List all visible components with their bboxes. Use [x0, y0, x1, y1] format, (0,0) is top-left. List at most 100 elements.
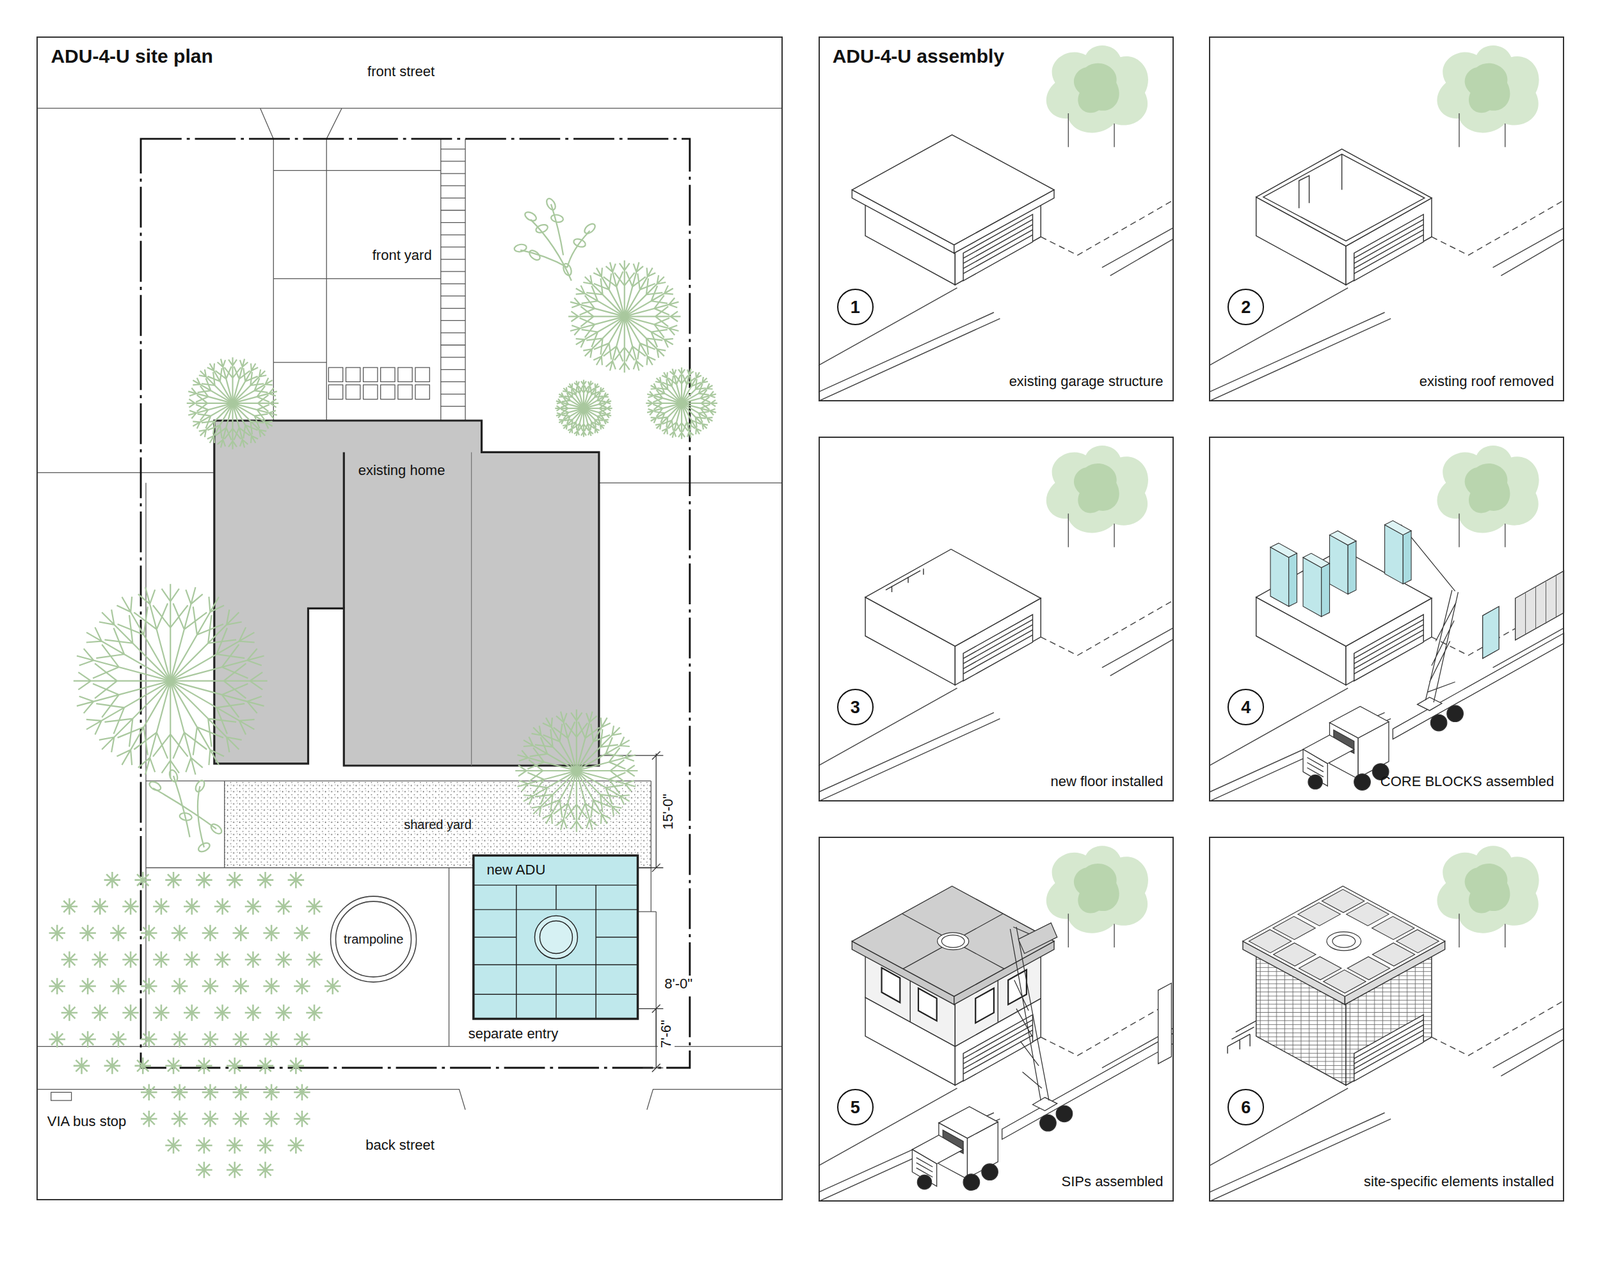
adu-outline: [473, 855, 639, 1019]
shrub: [61, 1004, 79, 1021]
area-label: existing home: [358, 462, 446, 479]
dimension-line: [599, 751, 664, 872]
pavers: [328, 367, 430, 399]
trampoline-circle: trampoline: [330, 896, 417, 982]
panel-heading: ADU-4-U assembly: [832, 44, 1005, 68]
shrub: [140, 977, 158, 995]
assembly-step: 3new floor installed: [818, 436, 1174, 801]
shrub: [61, 951, 79, 968]
skylight: [539, 920, 573, 953]
leaf: [544, 197, 557, 212]
step-illustration: [818, 45, 1174, 402]
street-label: front street: [365, 63, 437, 80]
leaf: [523, 209, 538, 223]
roof-edge: [851, 190, 954, 254]
roof: [1242, 885, 1446, 1005]
shrub: [171, 977, 189, 995]
shrub: [61, 897, 79, 915]
shrub: [122, 897, 139, 915]
shrub: [263, 977, 280, 995]
shrub: [183, 951, 201, 968]
shrub: [165, 1136, 182, 1154]
crane-boom: [1425, 590, 1458, 703]
shrub: [183, 1004, 201, 1021]
tree: [567, 259, 682, 374]
shrub: [257, 871, 274, 889]
shrub: [152, 951, 170, 968]
yard-area: shared yard: [224, 780, 651, 868]
solar-panel: [1396, 929, 1439, 953]
step-caption: existing roof removed: [1419, 373, 1554, 390]
shrub: [305, 897, 323, 915]
shrub: [91, 951, 109, 968]
home-edge: [343, 451, 345, 608]
shrub: [263, 1084, 280, 1101]
new-floor: [865, 549, 1041, 646]
shrub: [171, 1110, 189, 1128]
garage-door: [1354, 1014, 1424, 1081]
step-illustration: [818, 845, 1174, 1202]
dimension: 7'-6": [657, 1017, 675, 1050]
bus-stop-sign: [51, 1091, 72, 1101]
wall-rim: [1256, 149, 1432, 246]
step-number: 1: [837, 288, 874, 326]
core-block: [1482, 606, 1500, 658]
area-label: trampoline: [330, 930, 417, 948]
leaf: [168, 768, 180, 783]
step-number: 5: [837, 1088, 874, 1126]
shrub: [122, 1004, 139, 1021]
leaf: [209, 821, 224, 836]
adu-plan: [473, 855, 639, 1019]
shrub: [232, 924, 250, 942]
shrub: [288, 1057, 305, 1074]
shrub: [134, 1057, 152, 1074]
shrub: [263, 924, 280, 942]
shrub: [134, 871, 152, 889]
shrub: [140, 1084, 158, 1101]
shrub: [165, 1057, 182, 1074]
shrub: [214, 951, 232, 968]
skylight: [1319, 928, 1369, 955]
step-illustration: [1208, 845, 1565, 1202]
stair: [1227, 1020, 1257, 1054]
roof-panel: [1018, 922, 1058, 954]
shrub: [324, 977, 342, 995]
roof-slab: [1242, 885, 1446, 996]
shrub: [140, 924, 158, 942]
shrub: [293, 924, 311, 942]
core-block: [1329, 530, 1356, 594]
street-and-tree: [818, 445, 1174, 802]
garage-roof: [851, 135, 1055, 254]
shrub: [140, 1031, 158, 1048]
skylight: [936, 932, 970, 951]
shrub: [226, 871, 244, 889]
shrub: [305, 951, 323, 968]
trampoline-ring: [330, 896, 417, 982]
property-line: [140, 138, 690, 1068]
house-footprint: existing home: [214, 420, 600, 766]
step-number: 4: [1227, 688, 1264, 726]
skylight: [930, 928, 975, 953]
open-walls: [1256, 149, 1432, 246]
assembly-step: ADU-4-U assembly1existing garage structu…: [818, 36, 1174, 401]
leaf: [193, 778, 207, 793]
shrub: [257, 1136, 274, 1154]
area-label: new ADU: [487, 861, 546, 879]
shrub: [293, 1084, 311, 1101]
leaf: [583, 222, 598, 236]
step-caption: site-specific elements installed: [1363, 1173, 1554, 1190]
shrub: [91, 897, 109, 915]
tree: [514, 708, 639, 833]
shrub: [232, 977, 250, 995]
shrub: [140, 1110, 158, 1128]
assembly-step: 6site-specific elements installed: [1208, 836, 1565, 1201]
home-footprint: [214, 420, 600, 766]
panel-stack: [1515, 570, 1565, 640]
shrub: [288, 871, 305, 889]
shrub: [263, 1031, 280, 1048]
shrub: [202, 1110, 219, 1128]
shrub: [49, 1031, 66, 1048]
shrub: [214, 897, 232, 915]
